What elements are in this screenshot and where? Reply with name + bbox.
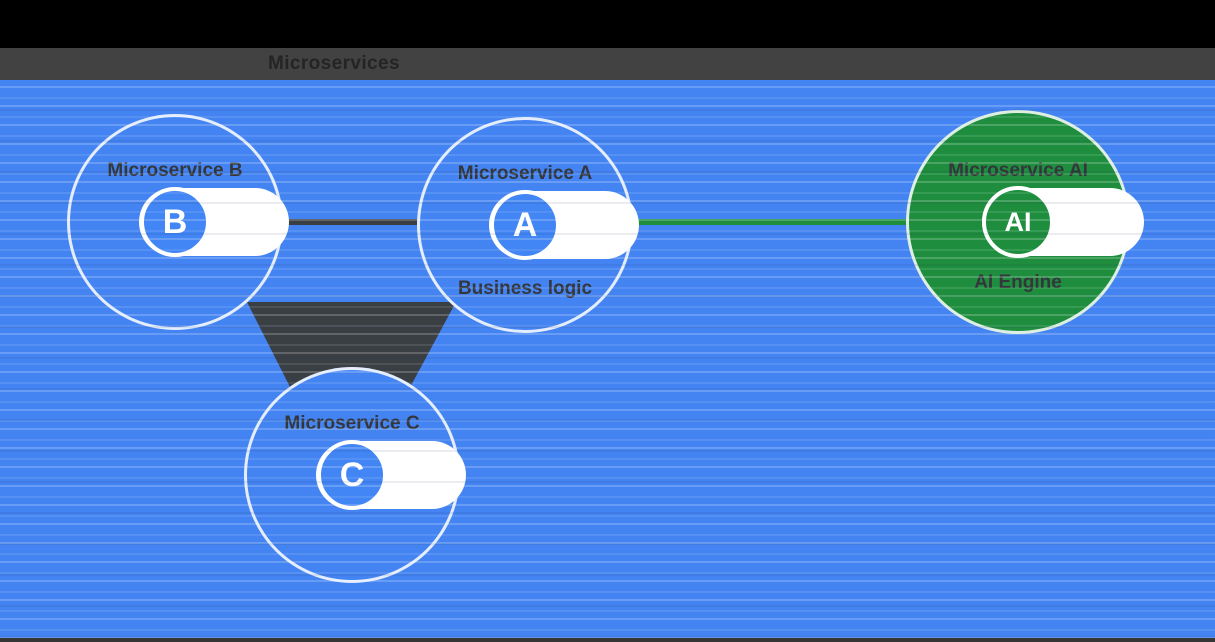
- node-microservice-b: Microservice B B: [67, 114, 289, 330]
- node-microservice-c: Microservice C C: [244, 367, 466, 583]
- node-b-badge: B: [140, 187, 210, 257]
- node-ai-badge-letter: AI: [1004, 206, 1032, 237]
- node-microservice-a: Microservice A A Business logic: [417, 117, 639, 333]
- node-ai-badge: AI: [982, 186, 1054, 258]
- page-title: Microservices: [268, 53, 400, 74]
- node-a-badge: A: [490, 190, 560, 260]
- node-b-label: Microservice B: [107, 160, 243, 181]
- node-c-badge-letter: C: [339, 455, 365, 494]
- node-b-badge-letter: B: [162, 202, 188, 241]
- connector-a-ai: [633, 219, 906, 225]
- node-ai-label: Microservice AI: [948, 160, 1088, 181]
- node-c-label: Microservice C: [284, 413, 420, 434]
- node-a-sublabel: Business logic: [457, 278, 593, 299]
- window-titlebar: [0, 0, 1215, 48]
- window-bottom-border: [0, 638, 1215, 642]
- node-microservice-ai: Microservice AI AI AI Engine: [906, 110, 1144, 334]
- node-a-badge-letter: A: [512, 205, 538, 244]
- diagram-canvas: Microservice B B Microservice A A Busine…: [0, 80, 1215, 642]
- node-ai-sublabel: AI Engine: [974, 272, 1062, 293]
- node-c-badge: C: [317, 440, 387, 510]
- connector-funnel-ba-to-c: [247, 302, 456, 393]
- window-toolbar: Microservices: [0, 48, 1215, 80]
- node-a-label: Microservice A: [457, 163, 593, 184]
- connector-layer: [247, 219, 906, 393]
- connector-b-a: [283, 219, 417, 225]
